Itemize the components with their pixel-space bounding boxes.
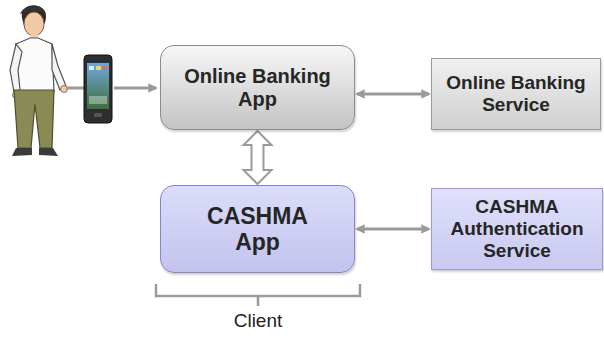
app-box: Online Banking App bbox=[160, 45, 355, 130]
hollow-double-arrow bbox=[244, 131, 272, 184]
service-box: Online Banking Service bbox=[431, 58, 601, 130]
connector-arrow bbox=[357, 93, 429, 96]
group-label: Client bbox=[234, 310, 283, 332]
node-label: Online Banking Service bbox=[438, 72, 594, 116]
app-box: CASHMA App bbox=[160, 185, 355, 273]
node-label: Online Banking App bbox=[173, 65, 343, 111]
input-arrow bbox=[114, 87, 156, 90]
client-bracket bbox=[156, 284, 360, 306]
service-box: CASHMA Authentication Service bbox=[431, 188, 603, 270]
node-label: CASHMA App bbox=[183, 203, 333, 256]
person-figure bbox=[10, 5, 68, 156]
connector-arrow bbox=[357, 228, 429, 231]
hand-line bbox=[66, 87, 84, 90]
phone-icon bbox=[84, 55, 112, 123]
node-label: CASHMA Authentication Service bbox=[437, 196, 597, 262]
